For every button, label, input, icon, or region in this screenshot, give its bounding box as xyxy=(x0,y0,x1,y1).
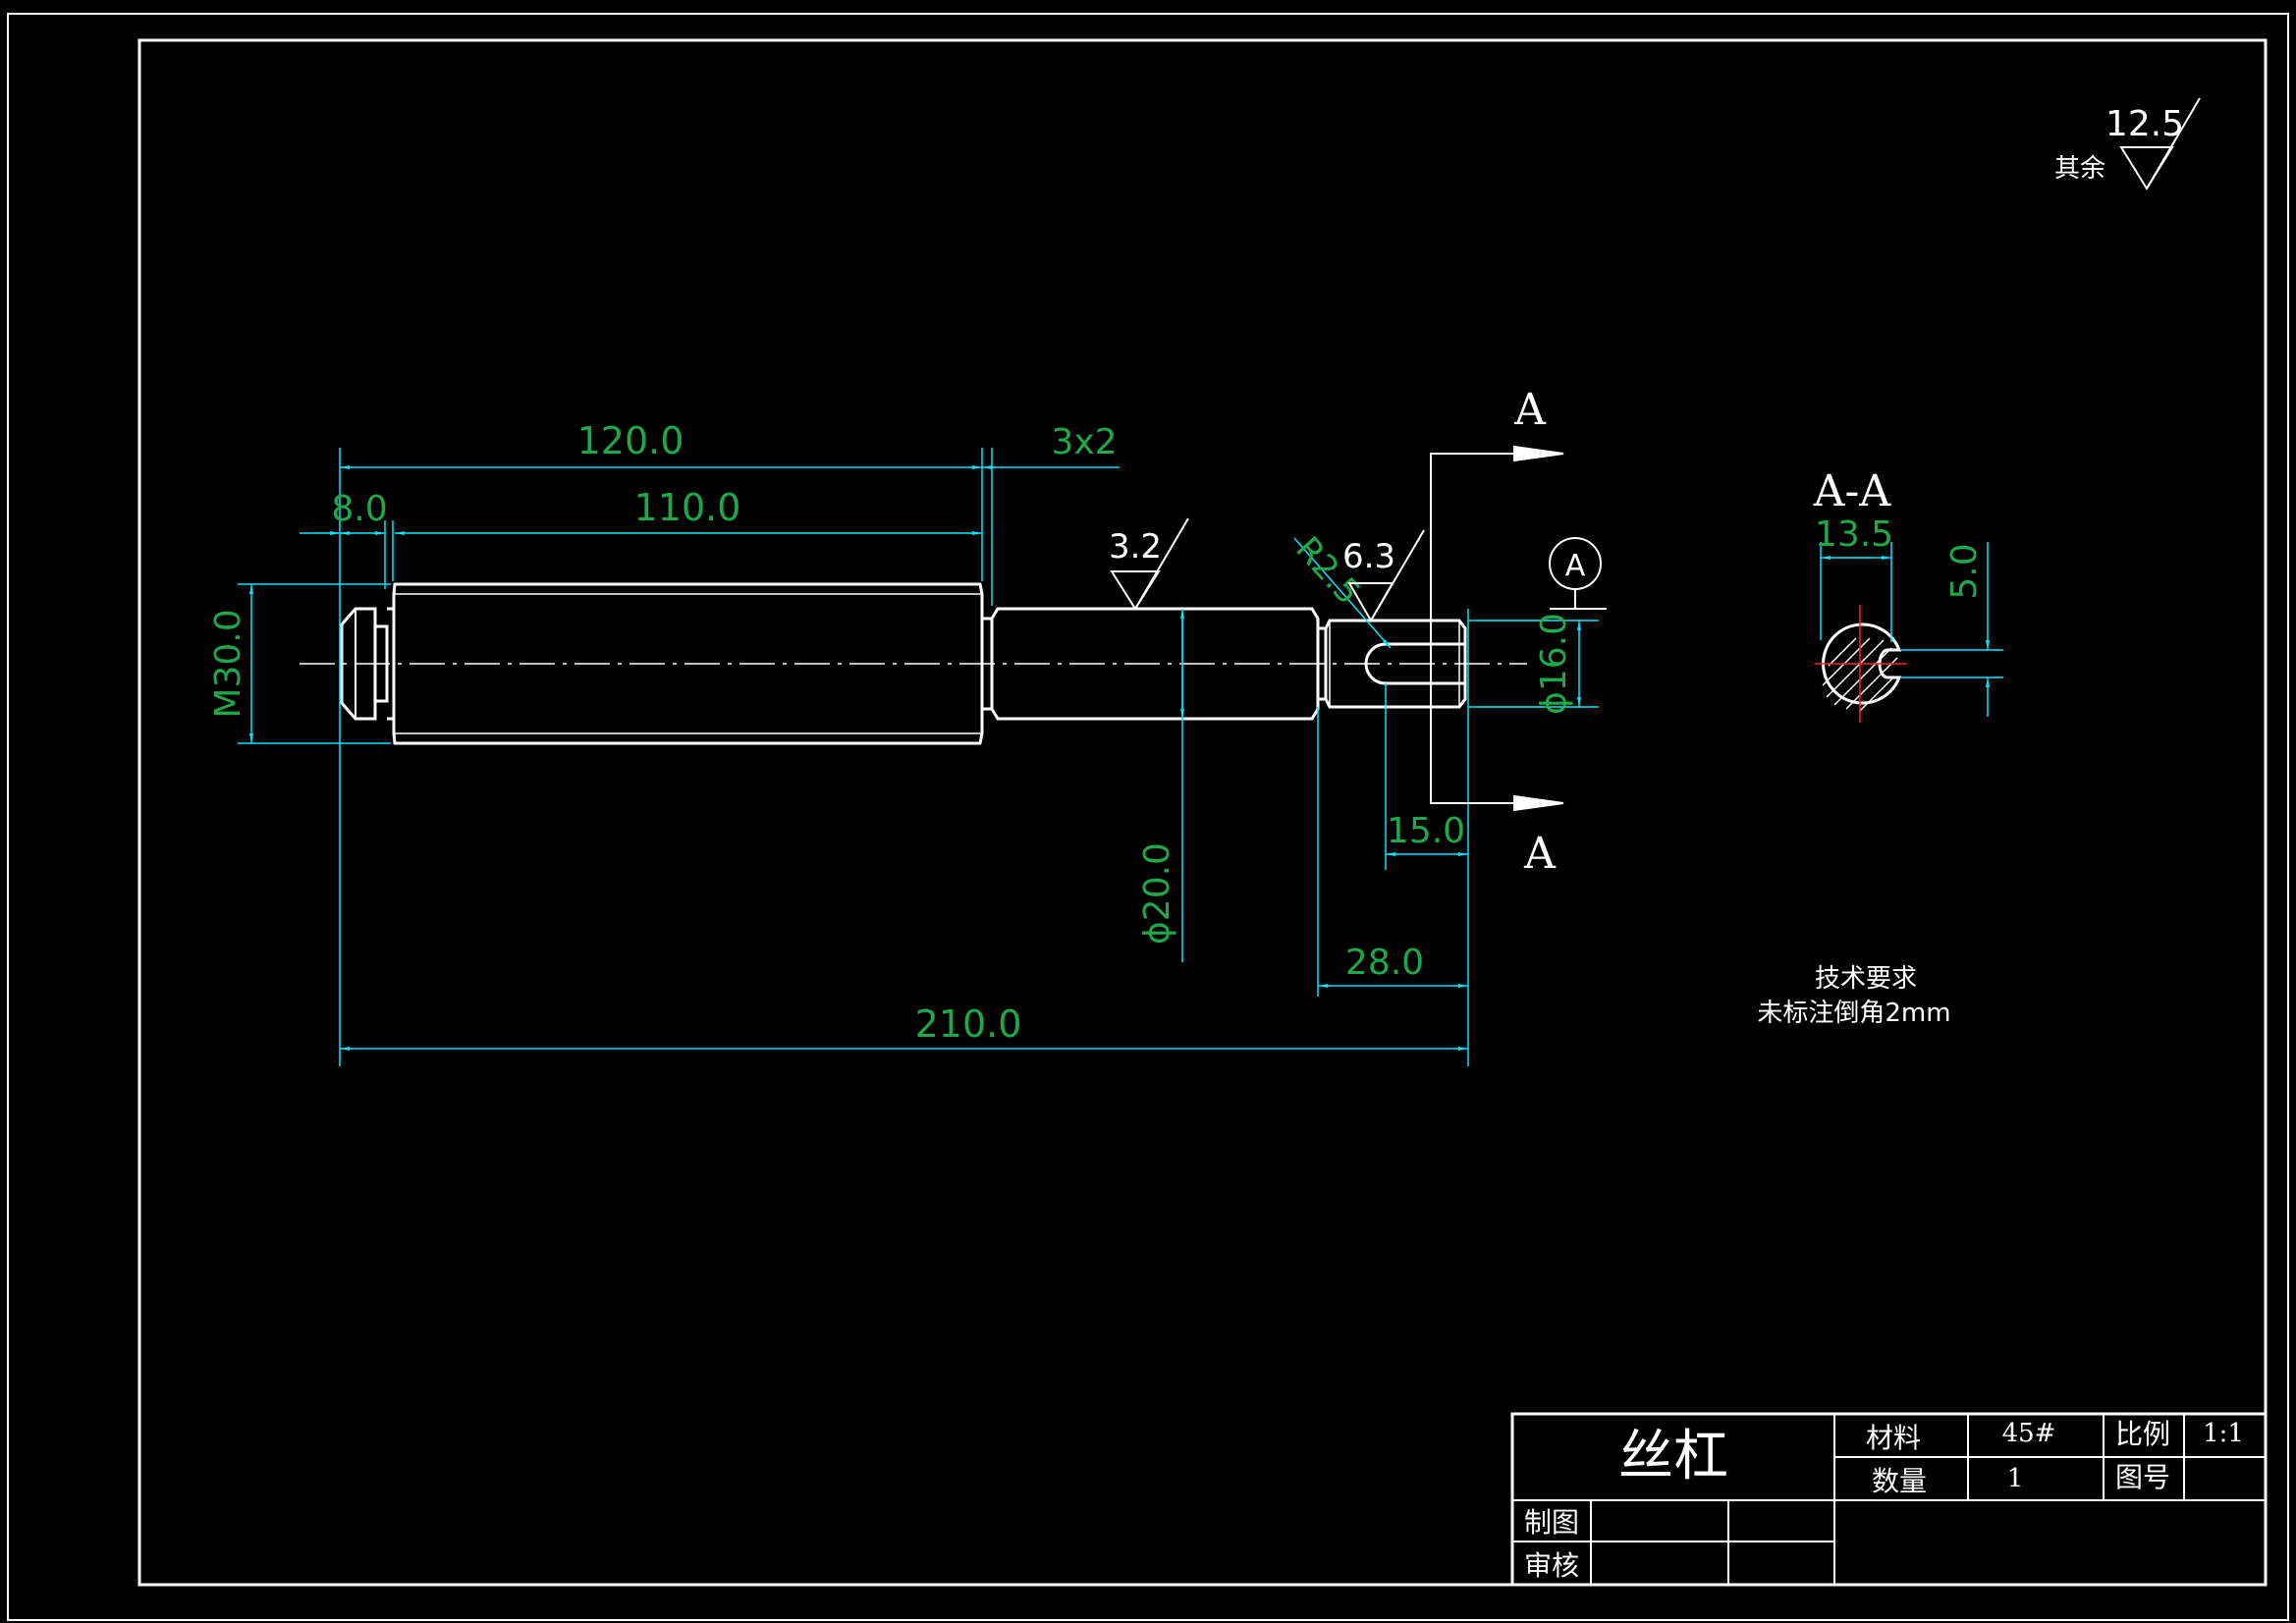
roughness-3-2: 3.2 xyxy=(1109,527,1162,567)
datum-symbol xyxy=(1549,537,1607,610)
datum-label: A xyxy=(1565,549,1586,583)
inner-border xyxy=(137,38,2268,1587)
roughness-symbol-mid xyxy=(1110,517,1189,611)
drawing-number-label: 图号 xyxy=(2115,1461,2170,1493)
dim-8: 8.0 xyxy=(331,489,387,529)
scale-label: 比例 xyxy=(2115,1418,2170,1450)
dim-28: 28.0 xyxy=(1345,943,1424,983)
section-cut-line xyxy=(1430,445,1564,812)
dim-phi16: ϕ16.0 xyxy=(1534,613,1574,715)
material-label: 材料 xyxy=(1866,1422,1921,1454)
section-view xyxy=(1815,605,1907,723)
dim-210: 210.0 xyxy=(915,1002,1022,1046)
tech-notes-heading: 技术要求 xyxy=(1815,964,1917,994)
roughness-12-5: 12.5 xyxy=(2105,104,2184,144)
section-view-title: A-A xyxy=(1813,466,1892,516)
quantity-value: 1 xyxy=(2007,1464,2024,1493)
scale-value: 1:1 xyxy=(2203,1419,2244,1448)
outer-border xyxy=(7,13,2289,1621)
quantity-label: 数量 xyxy=(1872,1465,1927,1497)
dimension-lines xyxy=(238,448,1599,1066)
tech-notes-line1: 未标注倒角2mm xyxy=(1757,999,1950,1028)
dim-110: 110.0 xyxy=(634,486,741,529)
checked-by-label: 审核 xyxy=(1524,1549,1579,1582)
drawn-by-label: 制图 xyxy=(1524,1506,1579,1539)
roughness-symbol-right xyxy=(1347,529,1425,622)
dim-120: 120.0 xyxy=(577,419,684,462)
section-marker-bottom: A xyxy=(1523,829,1557,879)
title-block xyxy=(1510,1412,2268,1587)
section-dim-5: 5.0 xyxy=(1944,543,1985,599)
dim-phi20: ϕ20.0 xyxy=(1137,842,1177,945)
roughness-general-label: 其余 xyxy=(2054,154,2105,184)
dim-15: 15.0 xyxy=(1387,811,1465,851)
material-value: 45# xyxy=(2002,1419,2056,1448)
section-dim-13-5: 13.5 xyxy=(1815,514,1893,555)
section-marker-top: A xyxy=(1513,385,1547,435)
dim-m30: M30.0 xyxy=(208,609,248,718)
section-view-dimensions xyxy=(1820,542,2003,717)
dim-3x2: 3x2 xyxy=(1051,422,1117,462)
roughness-6-3: 6.3 xyxy=(1342,537,1395,576)
part-name: 丝杠 xyxy=(1618,1425,1728,1488)
roughness-symbol-general xyxy=(2119,97,2201,190)
